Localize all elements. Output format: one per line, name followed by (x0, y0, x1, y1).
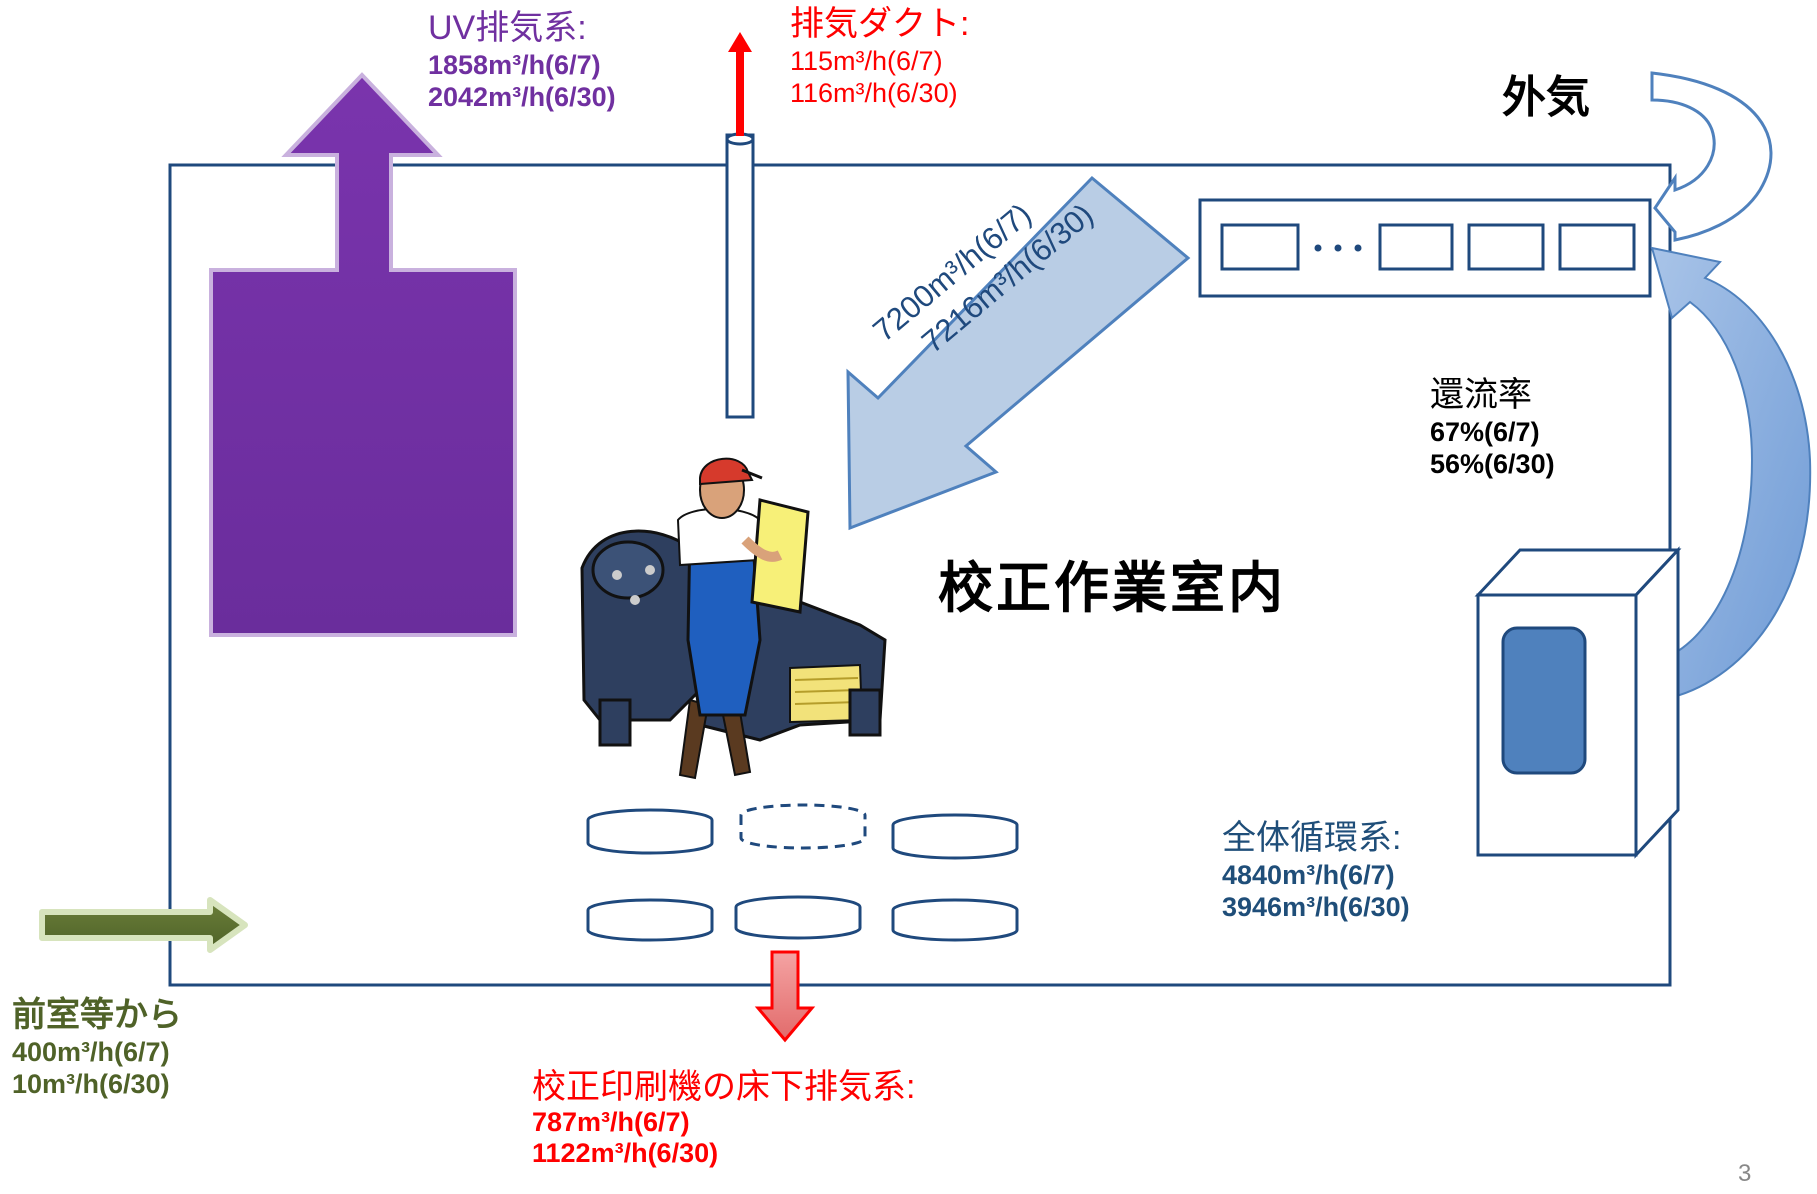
circulation-label: 全体循環系: 4840m³/h(6/7) 3946m³/h(6/30) (1222, 818, 1410, 924)
floor-vent-disc (586, 803, 1019, 942)
floor-exhaust-value-1: 787m³/h(6/7) (532, 1107, 690, 1138)
circulation-title: 全体循環系: (1222, 819, 1402, 857)
outside-air-label: 外気 (1502, 73, 1590, 122)
page-number: 3 (1738, 1160, 1752, 1187)
uv-exhaust-arrow (209, 72, 517, 637)
circulation-value-2: 3946m³/h(6/30) (1222, 892, 1410, 923)
exhaust-duct-arrow-icon (728, 32, 752, 136)
floor-exhaust-arrow (754, 950, 816, 1043)
exhaust-duct-pipe (725, 132, 755, 419)
supply-air-arrow (846, 175, 1191, 531)
anteroom-title: 前室等から (12, 996, 182, 1034)
return-air-curved-arrow (1650, 246, 1812, 702)
exhaust-duct-value-1: 115m³/h(6/7) (790, 45, 943, 76)
circulation-value-1: 4840m³/h(6/7) (1222, 859, 1395, 890)
anteroom-value-2: 10m³/h(6/30) (12, 1069, 170, 1100)
return-rate-title: 還流率 (1430, 376, 1532, 414)
exhaust-duct-label: 排気ダクト: 115m³/h(6/7) 116m³/h(6/30) (790, 4, 969, 110)
room-label: 校正作業室内 (938, 557, 1287, 619)
return-rate-value-1: 67%(6/7) (1430, 416, 1540, 447)
anteroom-label: 前室等から 400m³/h(6/7) 10m³/h(6/30) (12, 995, 182, 1101)
exhaust-duct-title: 排気ダクト: (790, 5, 970, 43)
anteroom-inflow-arrow (39, 897, 248, 953)
uv-exhaust-value-1: 1858m³/h(6/7) (428, 49, 601, 80)
air-handler-unit (1198, 198, 1652, 298)
floor-exhaust-title: 校正印刷機の床下排気系: (532, 1068, 916, 1106)
exhaust-duct-value-2: 116m³/h(6/30) (790, 78, 958, 109)
floor-exhaust-label: 校正印刷機の床下排気系: 787m³/h(6/7) 1122m³/h(6/30) (532, 1068, 915, 1169)
uv-exhaust-label: UV排気系: 1858m³/h(6/7) 2042m³/h(6/30) (428, 8, 616, 114)
outside-air-curved-arrow (1650, 71, 1773, 242)
uv-exhaust-value-2: 2042m³/h(6/30) (428, 82, 616, 113)
printing-worker-illustration (580, 457, 887, 780)
anteroom-value-1: 400m³/h(6/7) (12, 1036, 170, 1067)
return-rate-value-2: 56%(6/30) (1430, 449, 1555, 480)
uv-exhaust-title: UV排気系: (428, 9, 587, 47)
return-rate-label: 還流率 67%(6/7) 56%(6/30) (1430, 375, 1555, 481)
circulation-unit (1474, 546, 1682, 859)
floor-exhaust-value-2: 1122m³/h(6/30) (532, 1138, 719, 1169)
